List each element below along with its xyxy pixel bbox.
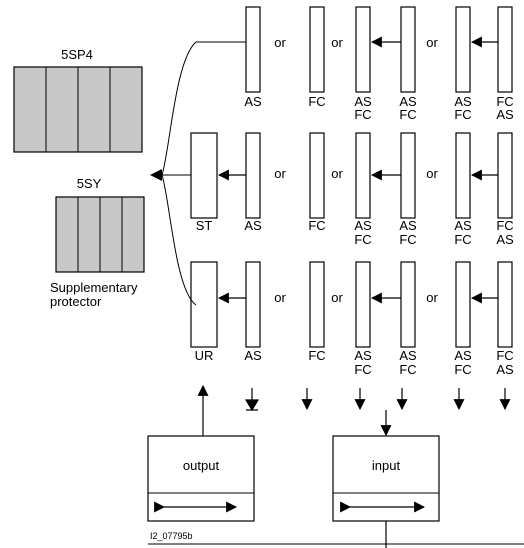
label-fc: FC bbox=[496, 218, 513, 233]
label-fc: FC bbox=[454, 362, 471, 377]
label-fc: FC bbox=[454, 107, 471, 122]
label-as: AS bbox=[244, 348, 262, 363]
accessory-as bbox=[455, 261, 471, 348]
label-as: AS bbox=[454, 218, 472, 233]
accessory-as bbox=[355, 132, 371, 219]
accessory-as bbox=[455, 6, 471, 93]
label-fc: FC bbox=[308, 94, 325, 109]
accessory-fc bbox=[400, 132, 416, 219]
label-fc: FC bbox=[354, 362, 371, 377]
accessory-fc bbox=[309, 261, 325, 348]
or-label: or bbox=[331, 35, 343, 50]
label-as: AS bbox=[454, 94, 472, 109]
undervoltage-release-ur bbox=[190, 261, 218, 348]
supplementary-protector-line2: protector bbox=[50, 294, 102, 309]
connector-lines bbox=[161, 41, 246, 306]
device-5sp4: 5SP4 bbox=[13, 47, 143, 153]
device-5sp4-title: 5SP4 bbox=[61, 47, 93, 62]
accessory-fc bbox=[497, 6, 513, 93]
accessory-as bbox=[245, 132, 261, 219]
accessory-as bbox=[355, 261, 371, 348]
label-fc: FC bbox=[354, 232, 371, 247]
or-label: or bbox=[274, 35, 286, 50]
label-fc: FC bbox=[399, 362, 416, 377]
or-label: or bbox=[274, 166, 286, 181]
label-as: AS bbox=[399, 348, 417, 363]
supplementary-protector-line1: Supplementary bbox=[50, 280, 138, 295]
label-as: AS bbox=[244, 218, 262, 233]
label-fc: FC bbox=[354, 107, 371, 122]
label-fc: FC bbox=[496, 348, 513, 363]
arrow-left-icon bbox=[150, 169, 162, 181]
arrow-down-icon bbox=[244, 388, 260, 412]
accessory-fc bbox=[309, 132, 325, 219]
accessory-as bbox=[455, 132, 471, 219]
or-label: or bbox=[426, 290, 438, 305]
device-5sy: 5SY Supplementary protector bbox=[50, 176, 145, 309]
accessory-fc bbox=[309, 6, 325, 93]
row-1 bbox=[245, 6, 513, 93]
label-as: AS bbox=[354, 348, 372, 363]
accessory-as bbox=[245, 261, 261, 348]
accessory-fc bbox=[497, 261, 513, 348]
label-as: AS bbox=[496, 362, 514, 377]
device-5sy-title: 5SY bbox=[77, 176, 102, 191]
row-2 bbox=[190, 132, 513, 219]
label-as: AS bbox=[454, 348, 472, 363]
row-2-labels: ST or or or AS FC AS FC AS FC AS FC FC A… bbox=[196, 166, 514, 247]
label-fc: FC bbox=[399, 107, 416, 122]
accessory-fc bbox=[400, 6, 416, 93]
down-arrows bbox=[244, 388, 511, 412]
input-box: input bbox=[332, 410, 440, 548]
label-as: AS bbox=[399, 94, 417, 109]
or-label: or bbox=[274, 290, 286, 305]
label-ur: UR bbox=[195, 348, 214, 363]
label-st: ST bbox=[196, 218, 213, 233]
row-1-labels: or or or AS FC AS FC AS FC AS FC FC AS bbox=[244, 35, 514, 122]
output-label: output bbox=[183, 458, 220, 473]
label-as: AS bbox=[354, 218, 372, 233]
output-box: output bbox=[147, 384, 255, 522]
accessory-as bbox=[245, 6, 261, 93]
label-as: AS bbox=[244, 94, 262, 109]
accessory-fc bbox=[400, 261, 416, 348]
label-fc: FC bbox=[496, 94, 513, 109]
or-label: or bbox=[426, 166, 438, 181]
label-fc: FC bbox=[454, 232, 471, 247]
or-label: or bbox=[331, 166, 343, 181]
input-label: input bbox=[372, 458, 401, 473]
shunt-trip-st bbox=[190, 132, 218, 219]
or-label: or bbox=[331, 290, 343, 305]
row-3-labels: UR or or or AS FC AS FC AS FC AS FC FC A… bbox=[195, 290, 514, 377]
or-label: or bbox=[426, 35, 438, 50]
label-as: AS bbox=[496, 232, 514, 247]
accessory-as bbox=[355, 6, 371, 93]
label-as: AS bbox=[399, 218, 417, 233]
accessory-fc bbox=[497, 132, 513, 219]
label-fc: FC bbox=[399, 232, 416, 247]
label-as: AS bbox=[496, 107, 514, 122]
label-fc: FC bbox=[308, 348, 325, 363]
figure-id: I2_07795b bbox=[150, 531, 193, 541]
label-fc: FC bbox=[308, 218, 325, 233]
row-3 bbox=[190, 261, 513, 348]
label-as: AS bbox=[354, 94, 372, 109]
